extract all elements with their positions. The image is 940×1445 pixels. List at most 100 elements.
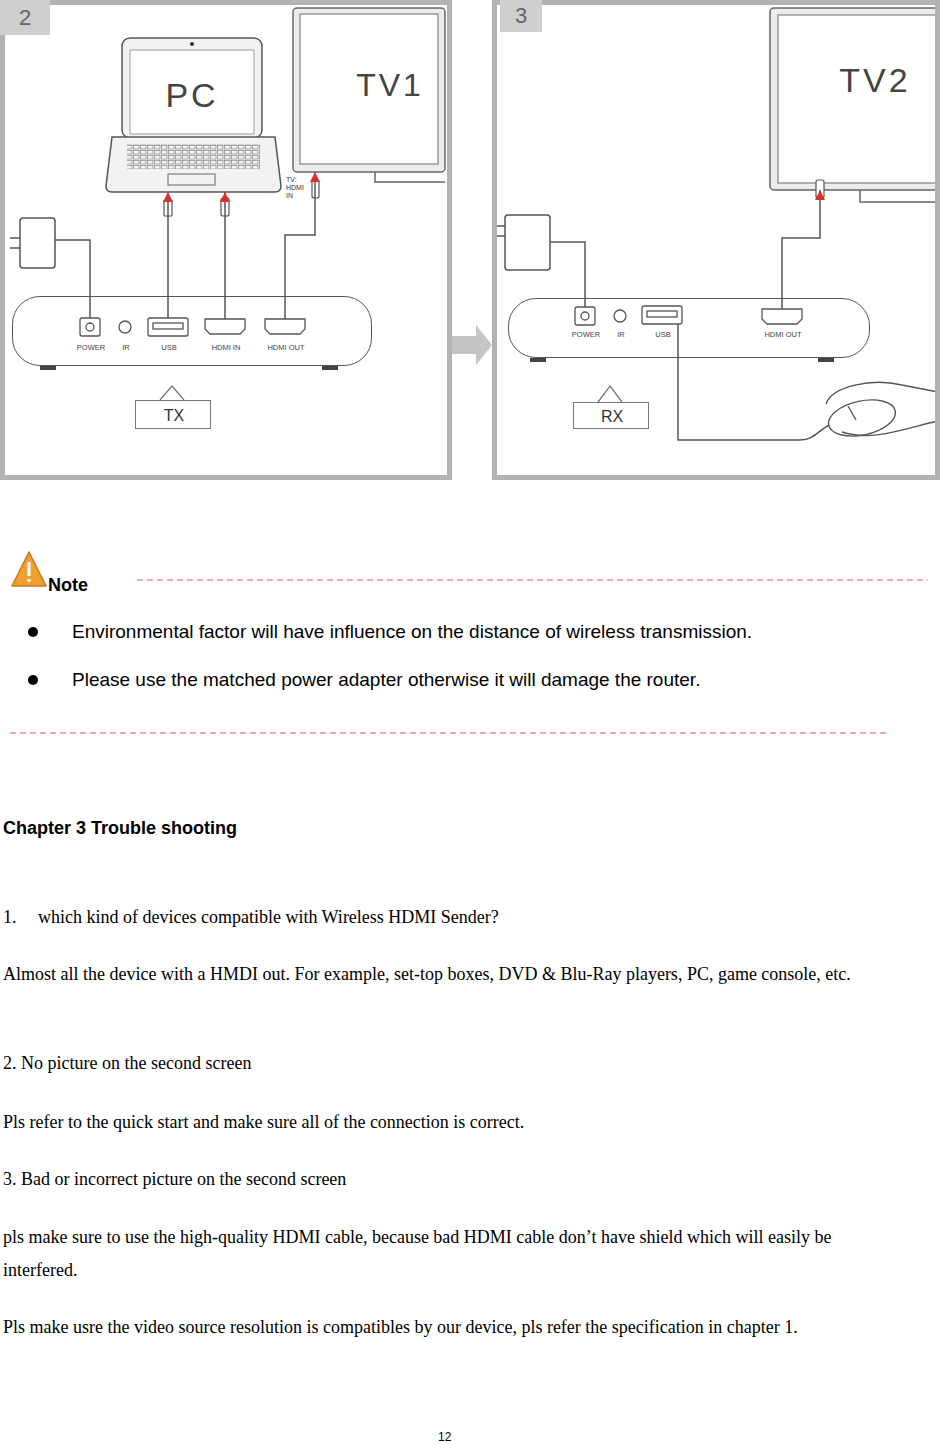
- bullet-dot-part: [28, 627, 38, 637]
- step-arrow: [452, 336, 476, 354]
- device-port-part: [148, 318, 188, 336]
- callout-pointer: [160, 386, 622, 402]
- note-heading: Note: [48, 574, 88, 596]
- step-panel: 3TV2POWER IR USB HDMI OUT RX: [492, 0, 940, 480]
- panel-number: 2: [0, 0, 50, 35]
- answer-text: Pls refer to the quick start and make su…: [3, 1106, 524, 1139]
- callout-box: RX: [573, 402, 649, 429]
- cable-connector: [782, 190, 820, 298]
- power-adapter-part: [505, 215, 550, 270]
- warning-icon-part: [27, 579, 31, 583]
- device-port-part: [119, 321, 131, 333]
- mouse-and-hand-part: [848, 406, 856, 420]
- warning-icon: [12, 552, 46, 586]
- tv-screen: TV1: [293, 8, 445, 172]
- cable-connector: [224, 192, 226, 296]
- callout-pointer-part: [598, 386, 622, 402]
- laptop-drawing-part: [106, 137, 281, 192]
- power-adapter: [10, 215, 550, 270]
- port-label: POWER: [77, 344, 105, 352]
- device-name: TV1: [356, 69, 424, 101]
- note-divider-part: [10, 732, 888, 733]
- tv-drawing: [293, 8, 940, 202]
- device-port-part: [80, 318, 100, 336]
- port-label: POWER: [572, 331, 600, 339]
- question-text: 3. Bad or incorrect picture on the secon…: [3, 1163, 346, 1196]
- answer-text: Pls make usre the video source resolutio…: [3, 1311, 898, 1344]
- device-port-part: [614, 310, 626, 322]
- laptop-drawing-part: [190, 42, 194, 46]
- port-label: IR: [617, 331, 625, 339]
- question-text: which kind of devices compatible with Wi…: [38, 901, 499, 934]
- tv-drawing-part: [778, 15, 940, 183]
- device-port-part: [581, 312, 589, 320]
- laptop-box: PC: [107, 40, 280, 192]
- device-port-part: [642, 306, 682, 324]
- power-adapter-part: [20, 218, 55, 268]
- laptop-drawing-part: [168, 174, 215, 185]
- note-divider: [10, 580, 928, 733]
- device-foot-part: [322, 366, 338, 370]
- cable-connector: [285, 172, 315, 296]
- port-label: USB: [161, 344, 176, 352]
- chapter-heading: Chapter 3 Trouble shooting: [3, 817, 237, 839]
- cable: [55, 240, 832, 440]
- device-foot-part: [40, 366, 56, 370]
- note-divider-part: [137, 579, 928, 580]
- port-label: TV: HDMI IN: [286, 176, 310, 200]
- port-label: USB: [655, 331, 670, 339]
- answer-text: Almost all the device with a HMDI out. F…: [3, 958, 898, 991]
- tv-drawing-part: [375, 172, 445, 182]
- device-port-part: [762, 309, 802, 324]
- receiver-box: POWER IR USB HDMI OUT: [508, 298, 870, 358]
- mouse-and-hand: [825, 382, 938, 441]
- answer-text: pls make sure to use the high-quality HD…: [3, 1221, 898, 1287]
- device-port-part: [205, 319, 245, 334]
- device-port-part: [647, 311, 677, 317]
- tv-drawing-part: [860, 190, 940, 202]
- tv-screen: TV2: [770, 8, 940, 190]
- device-port: [80, 306, 802, 336]
- power-adapter-part: [10, 238, 20, 248]
- port-label: HDMI OUT: [764, 331, 801, 339]
- cable-part: [678, 324, 832, 440]
- device-foot: [40, 358, 834, 370]
- tv-drawing-part: [770, 8, 940, 190]
- device-port-part: [86, 323, 94, 331]
- device-port-part: [153, 323, 183, 329]
- port-label: HDMI OUT: [267, 344, 304, 352]
- cable-part: [168, 296, 285, 319]
- laptop-drawing-part: [127, 144, 260, 169]
- question-number: 1.: [3, 901, 17, 934]
- callout-pointer-part: [160, 386, 184, 400]
- callout-text: RX: [601, 409, 623, 425]
- laptop-drawing-part: [122, 38, 262, 138]
- callout-text: TX: [164, 408, 184, 424]
- callout-box: TX: [135, 400, 211, 429]
- cable-part: [781, 298, 783, 309]
- device-foot-part: [530, 358, 546, 362]
- note-item: Environmental factor will have influence…: [72, 620, 752, 644]
- cable-part: [55, 240, 90, 318]
- cable-plug: [164, 180, 824, 216]
- device-port-part: [265, 319, 305, 334]
- step-panel: 2PCTV1POWERIRUSBHDMI INHDMI OUTTX: [0, 0, 452, 480]
- tv-drawing-part: [293, 8, 445, 172]
- panel-number: 3: [500, 0, 542, 32]
- mouse-and-hand-part: [825, 394, 899, 441]
- device-foot-part: [818, 358, 834, 362]
- mouse-and-hand-part: [842, 421, 938, 435]
- device-name: TV2: [839, 63, 910, 97]
- question-text: 2. No picture on the second screen: [3, 1047, 251, 1080]
- laptop-drawing: [106, 38, 281, 192]
- bullet-dot: [28, 627, 38, 685]
- warning-icon-part: [12, 552, 46, 586]
- transmitter-box: POWERIRUSBHDMI INHDMI OUT: [12, 296, 372, 366]
- device-name: PC: [165, 78, 218, 112]
- port-label: HDMI IN: [212, 344, 241, 352]
- note-item: Please use the matched power adapter oth…: [72, 668, 700, 692]
- tv-drawing-part: [300, 14, 438, 164]
- cable-connector: [167, 192, 169, 296]
- power-adapter-part: [495, 226, 505, 236]
